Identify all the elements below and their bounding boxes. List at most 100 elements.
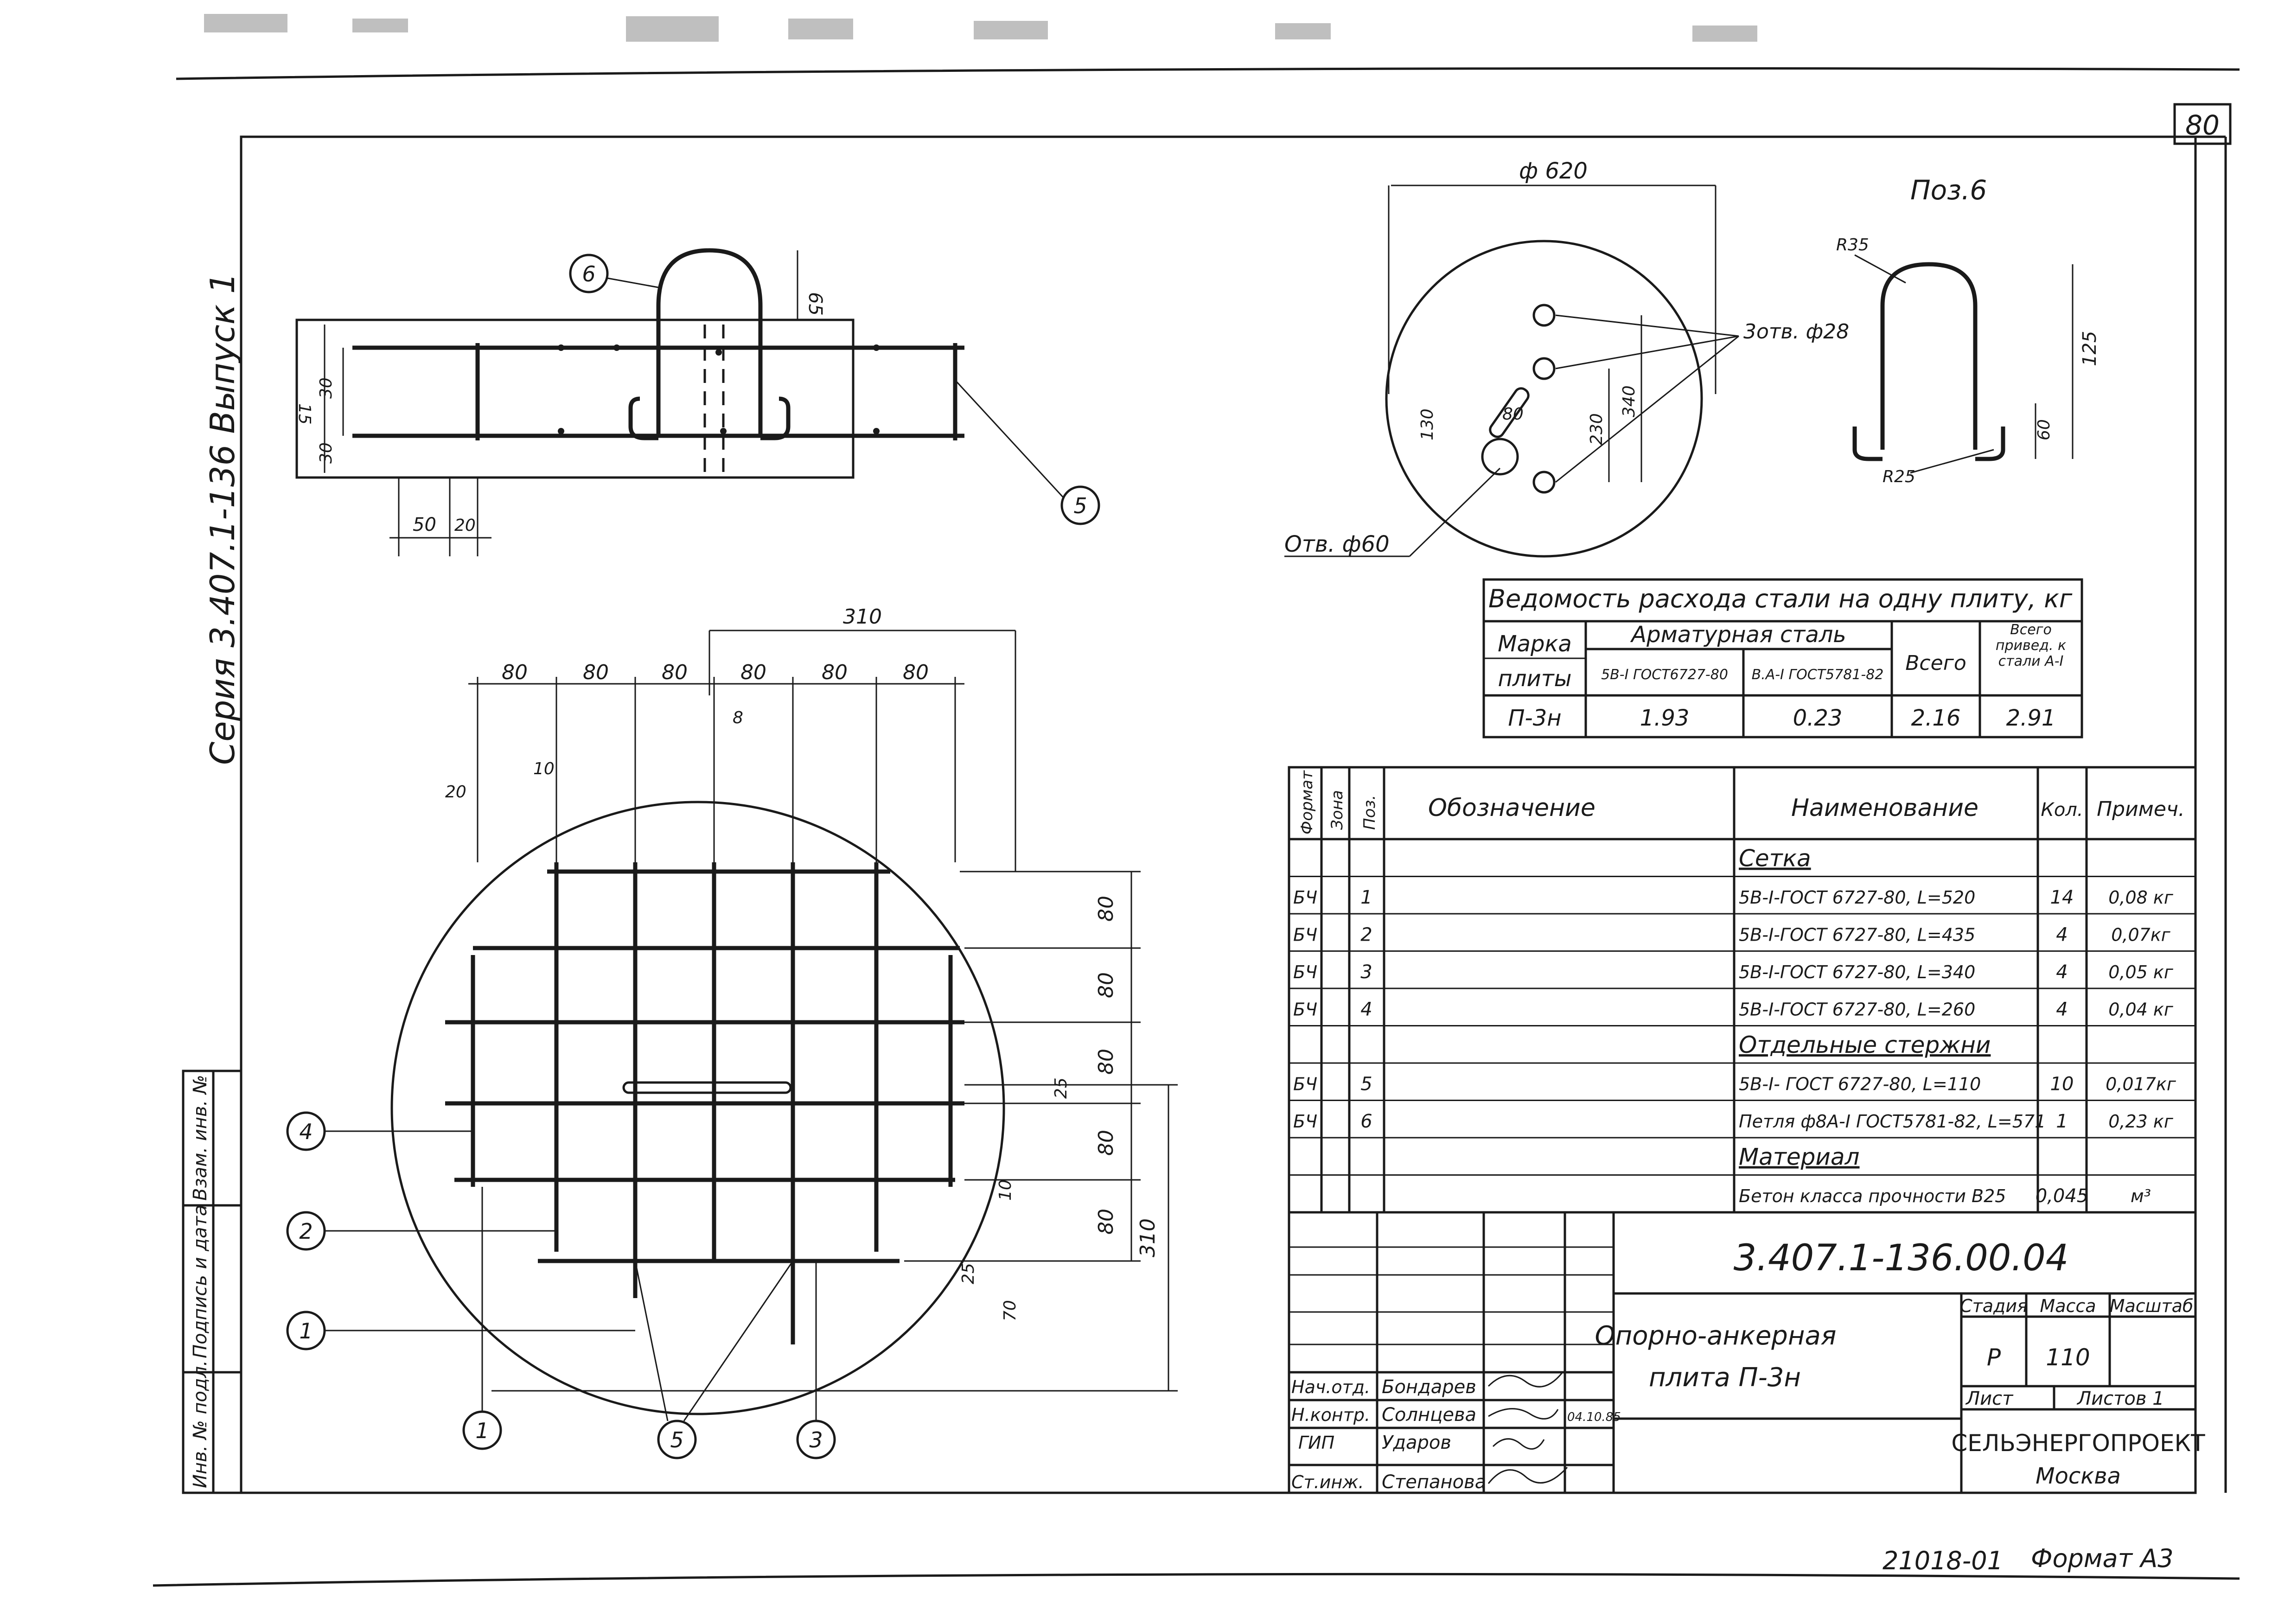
title-block: Нач.отд. Бондарев Н.контр. Солнцева ГИП … — [1288, 1211, 2205, 1494]
spec-note: 0,07кг — [2111, 925, 2171, 945]
plan-view: 80 80 80 80 80 80 310 8 20 10 80 80 80 8… — [286, 605, 1178, 1459]
svg-text:3отв. ф28: 3отв. ф28 — [1743, 320, 1849, 344]
svg-text:плита П-3н: плита П-3н — [1649, 1363, 1801, 1393]
svg-text:80: 80 — [822, 661, 848, 684]
svg-text:15: 15 — [295, 403, 314, 425]
spec-qty: 4 — [2056, 999, 2068, 1020]
spec-name: Материал — [1739, 1144, 1860, 1171]
svg-text:Подпись и дата: Подпись и дата — [190, 1205, 211, 1358]
bottom-edge-line — [153, 1573, 2240, 1587]
svg-text:80: 80 — [1094, 972, 1118, 998]
svg-text:Всего: Всего — [1905, 651, 1966, 675]
svg-text:Масса: Масса — [2040, 1296, 2096, 1316]
svg-text:2: 2 — [299, 1219, 313, 1244]
svg-text:5: 5 — [670, 1427, 683, 1452]
spec-note: 0,23 кг — [2108, 1111, 2174, 1132]
svg-text:В.А-I ГОСТ5781-82: В.А-I ГОСТ5781-82 — [1752, 667, 1884, 683]
section-view: 65 15 30 30 50 20 6 5 — [295, 248, 1100, 556]
svg-text:Поз.: Поз. — [1360, 795, 1379, 830]
spec-name: Отдельные стержни — [1739, 1032, 1991, 1058]
spec-note: 0,017кг — [2106, 1074, 2176, 1095]
svg-text:Листов 1: Листов 1 — [2076, 1388, 2164, 1409]
svg-text:10: 10 — [533, 759, 555, 778]
sheet-number-box — [2173, 103, 2232, 145]
svg-text:R35: R35 — [1836, 236, 1869, 255]
svg-text:2.16: 2.16 — [1911, 705, 1961, 731]
spec-note: м³ — [2131, 1186, 2151, 1206]
svg-text:6: 6 — [582, 261, 595, 287]
spec-qty: 4 — [2056, 924, 2068, 946]
svg-text:Стадия: Стадия — [1960, 1296, 2028, 1316]
spec-format: БЧ — [1293, 887, 1317, 908]
svg-text:Формат: Формат — [1298, 770, 1316, 834]
svg-text:1.93: 1.93 — [1640, 705, 1690, 731]
spec-format: БЧ — [1293, 962, 1317, 982]
svg-text:20: 20 — [454, 516, 476, 535]
svg-text:25: 25 — [959, 1263, 978, 1284]
svg-text:5В-I ГОСТ6727-80: 5В-I ГОСТ6727-80 — [1601, 667, 1728, 683]
svg-text:50: 50 — [413, 514, 436, 535]
svg-text:80: 80 — [1094, 896, 1118, 922]
spec-qty: 14 — [2050, 887, 2074, 908]
steel-table: Ведомость расхода стали на одну плиту, к… — [1482, 578, 2083, 739]
organization: СЕЛЬЭНЕРГОПРОЕКТ — [1951, 1430, 2205, 1457]
spec-name: Бетон класса прочности В25 — [1739, 1186, 2006, 1206]
spec-format: БЧ — [1293, 925, 1317, 945]
spec-poz: 5 — [1360, 1074, 1372, 1095]
spec-poz: 1 — [1360, 887, 1372, 908]
svg-text:Зона: Зона — [1328, 790, 1347, 830]
svg-text:3: 3 — [809, 1427, 823, 1452]
svg-text:80: 80 — [583, 661, 609, 684]
spec-qty: 1 — [2056, 1111, 2068, 1132]
svg-text:Отв. ф60: Отв. ф60 — [1284, 531, 1390, 557]
svg-text:5: 5 — [1073, 493, 1087, 518]
spec-note: 0,05 кг — [2108, 962, 2174, 982]
svg-text:30: 30 — [317, 442, 336, 464]
spec-name: Сетка — [1739, 845, 1811, 872]
pos6-view: Поз.6 R35 R25 125 60 — [1836, 174, 2100, 486]
svg-text:80: 80 — [1094, 1130, 1118, 1156]
svg-text:70: 70 — [1001, 1300, 1020, 1321]
series-label: Серия 3.407.1-136 Выпуск 1 — [203, 273, 242, 765]
svg-text:Опорно-анкерная: Опорно-анкерная — [1595, 1321, 1837, 1351]
spec-qty: 0,045 — [2036, 1185, 2089, 1207]
signature — [1487, 1372, 1563, 1388]
svg-text:Ст.инж.: Ст.инж. — [1291, 1472, 1364, 1492]
spec-poz: 4 — [1360, 999, 1372, 1020]
spec-name: 5В-I-ГОСТ 6727-80, L=260 — [1739, 1000, 1975, 1020]
svg-text:230: 230 — [1587, 413, 1606, 445]
svg-text:Арматурная сталь: Арматурная сталь — [1630, 622, 1846, 648]
svg-text:2.91: 2.91 — [2006, 705, 2056, 731]
scan-noise — [204, 14, 1757, 42]
callout-5-top — [1060, 485, 1100, 525]
svg-text:80: 80 — [740, 661, 766, 684]
svg-text:П-3н: П-3н — [1508, 705, 1561, 731]
svg-text:65: 65 — [804, 292, 826, 316]
svg-text:310: 310 — [843, 605, 882, 629]
spec-table: Формат Зона Поз. Обозначение Наименовани… — [1288, 766, 2197, 1214]
svg-text:Нач.отд.: Нач.отд. — [1291, 1377, 1370, 1397]
svg-text:04.10.85: 04.10.85 — [1567, 1410, 1621, 1424]
spec-poz: 3 — [1360, 962, 1372, 983]
spec-format: БЧ — [1293, 1000, 1317, 1020]
svg-text:60: 60 — [2035, 419, 2054, 440]
svg-text:Инв. № подл.: Инв. № подл. — [190, 1360, 211, 1488]
svg-text:Бондарев: Бондарев — [1382, 1376, 1476, 1398]
svg-text:Москва: Москва — [2036, 1463, 2121, 1489]
svg-text:340: 340 — [1620, 385, 1639, 417]
svg-text:310: 310 — [1136, 1218, 1160, 1257]
svg-text:125: 125 — [2079, 331, 2100, 366]
spec-format: БЧ — [1293, 1111, 1317, 1132]
svg-text:25: 25 — [1052, 1077, 1071, 1099]
svg-text:Кол.: Кол. — [2041, 799, 2083, 821]
svg-text:30: 30 — [317, 377, 336, 399]
svg-text:Степанова: Степанова — [1382, 1471, 1486, 1493]
svg-text:Р: Р — [1987, 1344, 2001, 1371]
spec-qty: 4 — [2056, 962, 2068, 983]
svg-text:4: 4 — [299, 1119, 313, 1144]
svg-text:R25: R25 — [1883, 467, 1915, 486]
svg-text:130: 130 — [1418, 408, 1437, 440]
svg-text:ГИП: ГИП — [1298, 1433, 1334, 1453]
designation: 3.407.1-136.00.04 — [1734, 1237, 2069, 1279]
svg-text:80: 80 — [1502, 405, 1524, 424]
